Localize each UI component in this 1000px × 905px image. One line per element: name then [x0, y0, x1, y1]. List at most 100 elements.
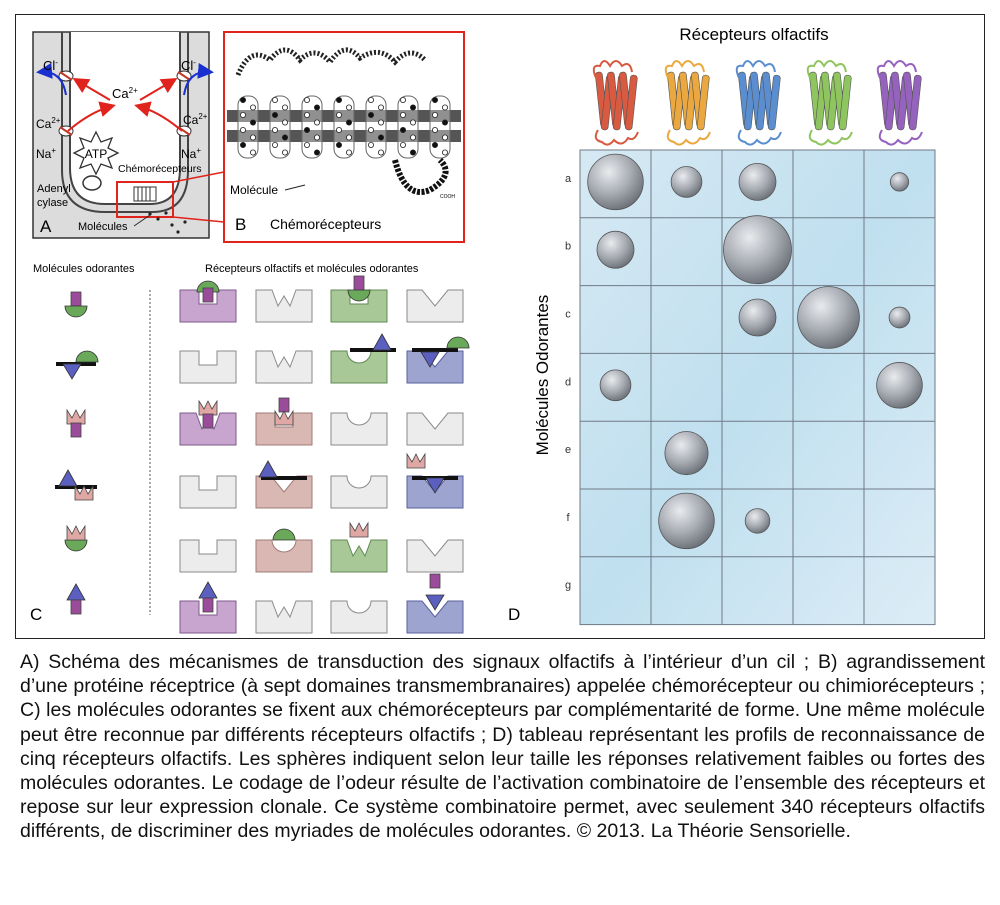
receptor-block — [255, 475, 313, 509]
cooh-label: COOH — [440, 194, 455, 200]
ca-label-top: Ca2+ — [112, 86, 138, 101]
figure-caption: A) Schéma des mécanismes de transduction… — [20, 651, 985, 843]
receptor-block — [179, 350, 237, 384]
molecule-triangle — [58, 469, 78, 487]
panel-d-ylabel: Molécules Odorantes — [533, 295, 552, 456]
adenyl-label-1: Adenyl — [37, 183, 71, 195]
receptor-block — [330, 539, 388, 573]
receptor-block — [255, 350, 313, 384]
molecule-triangle — [62, 363, 82, 380]
zoom-connector-top — [172, 171, 225, 183]
receptor-block — [406, 539, 464, 573]
panel-c-grid — [55, 275, 470, 634]
molecule-triangle — [420, 351, 440, 368]
row-label: a — [565, 173, 572, 185]
molecule-plug — [70, 599, 82, 615]
receptor-block — [330, 600, 388, 634]
molecule-plug — [70, 422, 82, 438]
adenyl-cyclase-shape — [82, 175, 102, 191]
transmembrane-helix — [397, 95, 419, 159]
molecule-m-shape — [406, 452, 426, 469]
receptor-block — [179, 412, 237, 446]
row-label: c — [565, 309, 571, 321]
row-label: g — [565, 580, 571, 592]
receptor-icon — [592, 60, 639, 146]
receptor-block — [179, 539, 237, 573]
molecule-dots — [148, 211, 187, 234]
receptor-block — [179, 475, 237, 509]
na-label-left: Na+ — [36, 146, 56, 161]
molecule-m-shape — [198, 399, 218, 416]
zoom-connector-bottom — [172, 216, 225, 223]
molecule-pointer-b — [284, 184, 306, 191]
molecule-dome — [75, 350, 99, 363]
molecule-triangle — [258, 460, 278, 478]
adenyl-label-2: cylase — [37, 197, 68, 209]
row-label: f — [566, 512, 570, 524]
molecule-dome — [64, 539, 88, 552]
cl-arrow-left — [36, 62, 67, 96]
ca-label-left: Ca2+ — [36, 116, 61, 131]
molecule-plug — [429, 573, 441, 589]
molecule-dome — [64, 305, 88, 318]
molecule-plug — [278, 397, 290, 413]
row-label: e — [565, 444, 571, 456]
response-spheres — [587, 153, 923, 550]
receptor-block — [330, 350, 388, 384]
receptor-icon — [664, 60, 711, 146]
response-sphere — [738, 162, 777, 201]
molecule-dome — [196, 280, 220, 293]
molecule-label-b: Molécule — [230, 183, 278, 197]
molecules-label-a: Molécules — [78, 221, 128, 233]
molecule-m-shape — [66, 524, 86, 541]
transmembrane-helix — [301, 95, 323, 159]
transmembrane-helix — [429, 95, 451, 159]
molecule-plug — [202, 287, 214, 303]
receptor-icon — [876, 60, 923, 146]
na-label-right: Na+ — [181, 146, 201, 161]
response-sphere — [664, 431, 709, 476]
cilium-outer-wall — [61, 32, 189, 213]
panel-b: COOH Molécule B Chémorécepteurs — [223, 31, 465, 243]
response-sphere — [587, 153, 644, 211]
row-label: d — [565, 376, 571, 388]
receptor-block — [179, 600, 237, 634]
cl-label-right: Cl- — [181, 58, 196, 73]
figure-svg: Cl- Cl- Ca2+ Ca2+ Ca2+ Na+ Na+ ATP Chémo… — [30, 25, 936, 634]
receptor-block — [255, 539, 313, 573]
molecule-triangle — [425, 477, 445, 494]
receptor-block — [330, 475, 388, 509]
panel-c: Molécules odorantes Récepteurs olfactifs… — [30, 263, 470, 634]
panel-c-left-title: Molécules odorantes — [33, 263, 135, 275]
chemoreceptor-small — [133, 186, 157, 202]
figure-frame — [15, 14, 985, 639]
receptor-icon — [806, 60, 853, 146]
transmembrane-helix — [333, 95, 355, 159]
atp-label: ATP — [85, 147, 107, 161]
molecule-m-shape — [274, 409, 294, 426]
receptor-block — [255, 600, 313, 634]
molecule-m-shape — [66, 408, 86, 425]
response-sphere — [797, 286, 860, 349]
molecule-triangle — [66, 583, 86, 601]
response-sphere — [889, 172, 910, 192]
molecule-plug — [353, 275, 365, 291]
panel-a: Cl- Cl- Ca2+ Ca2+ Ca2+ Na+ Na+ ATP Chémo… — [32, 31, 214, 239]
ca-arrow-left — [72, 77, 111, 101]
channel-left-top — [58, 70, 74, 82]
molecule-bar — [261, 476, 307, 480]
molecule-bar — [412, 348, 458, 352]
zoom-box — [116, 181, 174, 218]
helix-group — [237, 95, 451, 159]
panel-c-letter: C — [30, 605, 42, 624]
ca-influx-right — [134, 101, 183, 132]
panel-b-title: Chémorécepteurs — [270, 216, 381, 232]
response-sphere — [876, 362, 923, 409]
receptor-block — [406, 412, 464, 446]
transmembrane-helix — [237, 95, 259, 159]
transmembrane-helix — [269, 95, 291, 159]
molecules-pointer — [133, 214, 151, 227]
molecule-plug — [202, 597, 214, 613]
